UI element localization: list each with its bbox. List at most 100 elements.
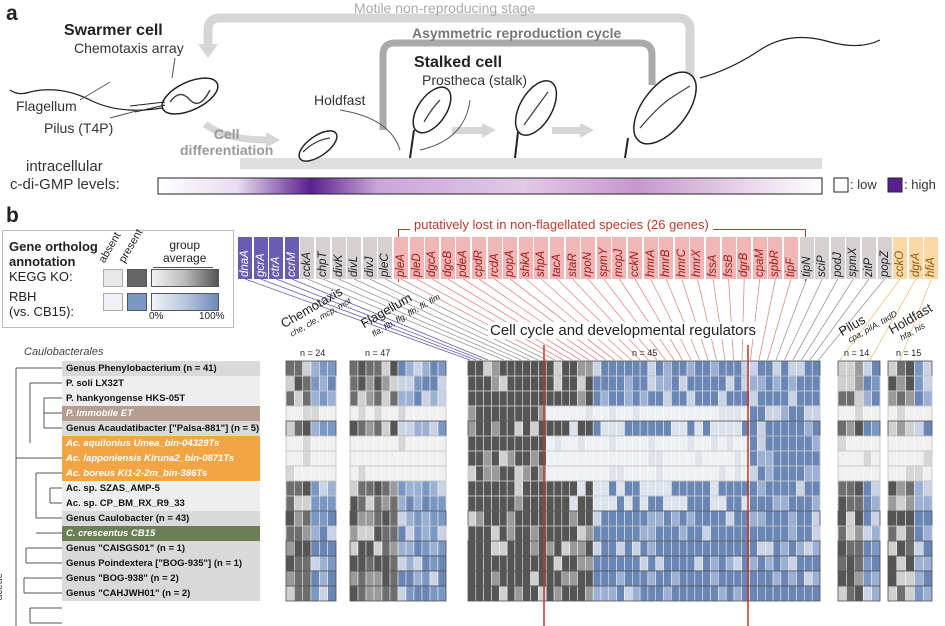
heatmap-cell: [294, 360, 303, 377]
heatmap-cell: [499, 375, 508, 392]
heatmap-cell: [506, 375, 516, 392]
heatmap-cell: [804, 480, 813, 497]
heatmap-cell: [757, 375, 766, 392]
heatmap-cell: [694, 585, 703, 602]
heatmap-cell: [718, 585, 727, 602]
heatmap-cell: [887, 420, 898, 437]
heatmap-cell: [671, 405, 680, 422]
heatmap-cell: [538, 585, 547, 602]
heatmap-cell: [725, 585, 735, 602]
heatmap-cell: [702, 570, 711, 587]
heatmap-cell: [561, 540, 570, 557]
heatmap-cell: [302, 555, 312, 572]
heatmap-cell: [483, 405, 492, 422]
heatmap-cell: [862, 435, 872, 452]
heatmap-cell: [357, 420, 367, 437]
heatmap-cell: [514, 525, 524, 542]
gene-connector-hmrC: [681, 278, 709, 361]
heatmap-cell: [764, 405, 774, 422]
gene-connector-divJ: [369, 278, 539, 361]
heatmap-cell: [514, 570, 524, 587]
heatmap-cell: [887, 360, 898, 377]
heatmap-row-outline: [837, 585, 881, 602]
heatmap-cell: [655, 540, 664, 557]
heatmap-cell: [413, 450, 423, 467]
heatmap-cell: [349, 390, 359, 407]
heatmap-cell: [846, 570, 856, 587]
heatmap-cell: [413, 420, 423, 437]
heatmap-cell: [702, 540, 711, 557]
heatmap-cell: [429, 510, 439, 527]
heatmap-cell: [871, 405, 881, 422]
heatmap-cell: [538, 420, 547, 437]
heatmap-cell: [862, 510, 872, 527]
heatmap-cell: [678, 585, 688, 602]
heatmap-cell: [632, 495, 641, 512]
heatmap-cell: [871, 390, 881, 407]
heatmap-cell: [686, 495, 696, 512]
heatmap-cell: [757, 480, 766, 497]
heatmap-cell: [506, 390, 516, 407]
heatmap-cell: [780, 435, 789, 452]
heatmap-cell: [854, 465, 864, 482]
heatmap-cell: [905, 435, 915, 452]
heatmap-cell: [310, 495, 320, 512]
heatmap-cell: [538, 360, 547, 377]
heatmap-cell: [600, 510, 610, 527]
rbh-label: RBH(vs. CB15):: [9, 289, 75, 319]
gene-connector-tacA: [556, 278, 641, 361]
heatmap-cell: [887, 570, 898, 587]
heatmap-cell: [887, 465, 898, 482]
heatmap-cell: [749, 495, 758, 512]
heatmap-cell: [632, 450, 641, 467]
heatmap-cell: [780, 495, 789, 512]
heatmap-cell: [671, 465, 680, 482]
heatmap-cell: [389, 450, 399, 467]
heatmap-cell: [421, 435, 431, 452]
heatmap-cell: [577, 585, 586, 602]
heatmap-cell: [365, 585, 375, 602]
heatmap-cell: [319, 465, 328, 482]
heatmap-cell: [522, 540, 531, 557]
heatmap-cell: [491, 510, 500, 527]
heatmap-cell: [310, 405, 320, 422]
heatmap-cell: [437, 390, 447, 407]
heatmap-cell: [780, 360, 789, 377]
heatmap-cell: [922, 525, 933, 542]
heatmap-cell: [616, 525, 625, 542]
heatmap-cell: [796, 540, 805, 557]
heatmap-cell: [357, 375, 367, 392]
heatmap-cell: [686, 435, 696, 452]
heatmap-cell: [285, 570, 295, 587]
heatmap-cell: [702, 480, 711, 497]
heatmap-cell: [319, 510, 328, 527]
heatmap-cell: [780, 375, 789, 392]
gene-box-staR: staR: [565, 237, 580, 279]
heatmap-cell: [733, 360, 743, 377]
heatmap-cell: [655, 435, 664, 452]
heatmap-cell: [389, 435, 399, 452]
heatmap-cell: [357, 495, 367, 512]
heatmap-cell: [294, 570, 303, 587]
heatmap-cell: [871, 435, 881, 452]
heatmap-cell: [647, 435, 656, 452]
heatmap-cell: [905, 585, 915, 602]
heatmap-cell: [608, 360, 617, 377]
heatmap-cell: [499, 405, 508, 422]
heatmap-cell: [405, 525, 415, 542]
heatmap-cell: [413, 360, 423, 377]
heatmap-cell: [871, 540, 881, 557]
heatmap-cell: [561, 450, 570, 467]
heatmap-cell: [327, 390, 337, 407]
heatmap-cell: [871, 555, 881, 572]
heatmap-cell: [710, 375, 719, 392]
heatmap-cell: [862, 360, 872, 377]
heatmap-cell: [569, 420, 578, 437]
heatmap-cell: [796, 360, 805, 377]
heatmap-cell: [837, 525, 847, 542]
heatmap-cell: [757, 540, 766, 557]
heatmap-cell: [349, 420, 359, 437]
heatmap-cell: [896, 525, 906, 542]
heatmap-cell: [733, 480, 743, 497]
heatmap-cell: [592, 570, 602, 587]
